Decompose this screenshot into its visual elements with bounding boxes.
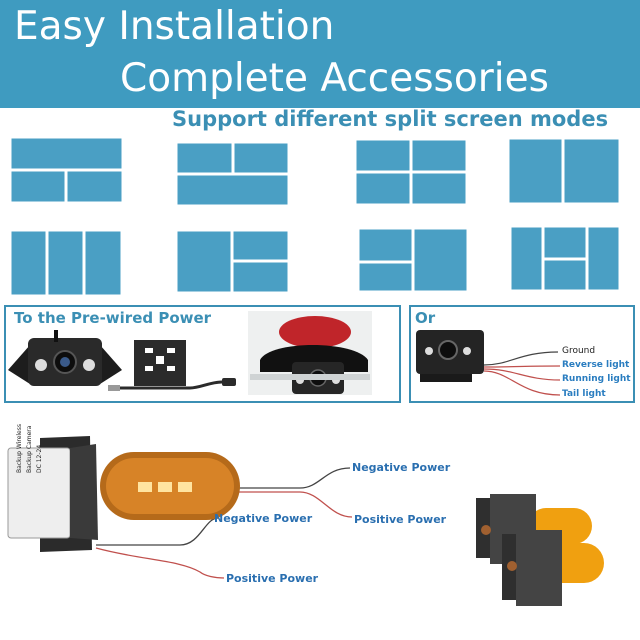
banner-title-line1: Easy Installation bbox=[14, 4, 335, 49]
label-negative-power-left: Negative Power bbox=[214, 512, 313, 525]
split-mode-quad-with-center bbox=[508, 224, 622, 293]
amber-marker-light-icon bbox=[100, 452, 240, 520]
camera-sticker-line2: Backup Camera bbox=[26, 425, 33, 473]
camera-sticker-line1: Backup Wireless bbox=[16, 423, 23, 473]
wiring-alt-title: Or bbox=[415, 309, 436, 327]
wire-pos-bottom bbox=[95, 547, 225, 579]
wire-neg-left bbox=[96, 517, 219, 546]
wire-label-tail: Tail light bbox=[562, 389, 606, 399]
split-mode-grid-2x2 bbox=[353, 137, 469, 207]
wire-label-reverse: Reverse light bbox=[562, 360, 630, 370]
prewired-power-title: To the Pre-wired Power bbox=[14, 309, 212, 327]
camera-sticker-line3: DC 12-24 bbox=[36, 444, 43, 473]
wire-neg-top bbox=[230, 467, 351, 489]
split-mode-horizontal-2 bbox=[8, 135, 125, 205]
label-positive-power-right: Positive Power bbox=[354, 513, 447, 526]
wire-label-ground: Ground bbox=[562, 346, 596, 356]
split-modes-heading: Support different split screen modes bbox=[172, 107, 609, 131]
split-mode-left-tall-right-2 bbox=[174, 228, 291, 295]
label-positive-power-bottom: Positive Power bbox=[226, 572, 319, 585]
header-banner bbox=[0, 0, 640, 108]
split-mode-bottom-wide-top-2 bbox=[356, 226, 470, 294]
split-mode-left-wide-right-2 bbox=[506, 136, 622, 206]
camera-pair-icon bbox=[476, 494, 604, 606]
split-mode-vertical-3 bbox=[8, 228, 124, 298]
label-negative-power-top: Negative Power bbox=[352, 461, 451, 474]
banner-title-line2: Complete Accessories bbox=[120, 56, 549, 101]
wire-label-running: Running light bbox=[562, 374, 631, 384]
split-mode-top-wide-bottom-2 bbox=[174, 140, 291, 208]
